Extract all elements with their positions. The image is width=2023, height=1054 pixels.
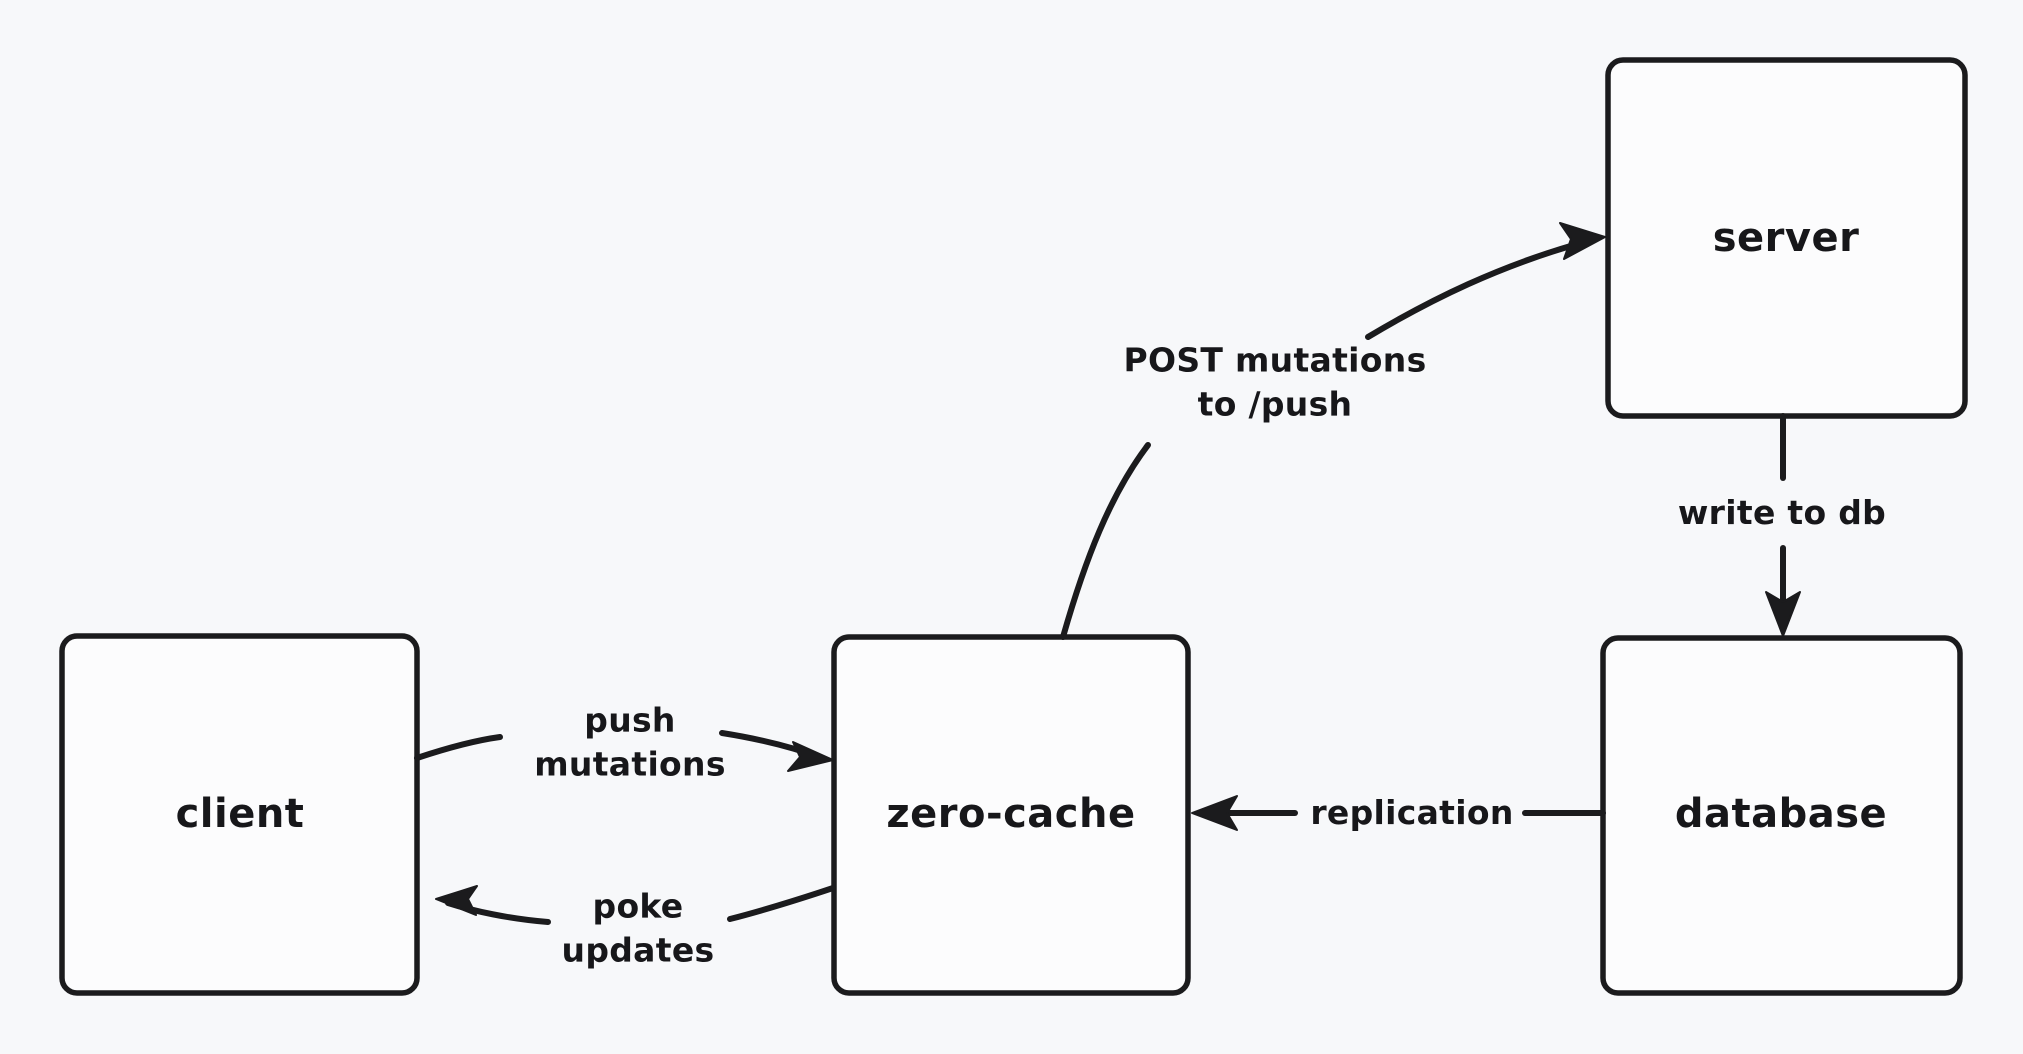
edge-zero-cache-to-server-arrowhead [1559,222,1606,260]
edge-database-to-zero-cache-arrowhead [1191,795,1238,831]
node-client-box[interactable] [59,633,420,996]
edge-database-to-zero-cache [1191,795,1606,831]
edge-client-to-zero-cache [414,730,834,772]
edge-server-to-database [1765,413,1801,637]
edge-zero-cache-to-client [435,885,836,925]
node-database-box[interactable] [1600,635,1963,996]
edge-zero-cache-to-client-tail [727,885,836,922]
edge-zero-cache-to-client-arrowhead [435,885,478,916]
edge-zero-cache-to-server-head-line [1365,238,1591,340]
node-zero-cache-box[interactable] [831,634,1191,996]
edge-server-to-database-arrowhead [1765,591,1801,637]
node-server-box[interactable] [1605,57,1968,419]
edge-client-to-zero-cache-tail [414,734,503,761]
edge-client-to-zero-cache-arrowhead [787,741,834,772]
edge-zero-cache-to-server [1060,222,1606,640]
edge-zero-cache-to-server-tail [1060,442,1151,640]
